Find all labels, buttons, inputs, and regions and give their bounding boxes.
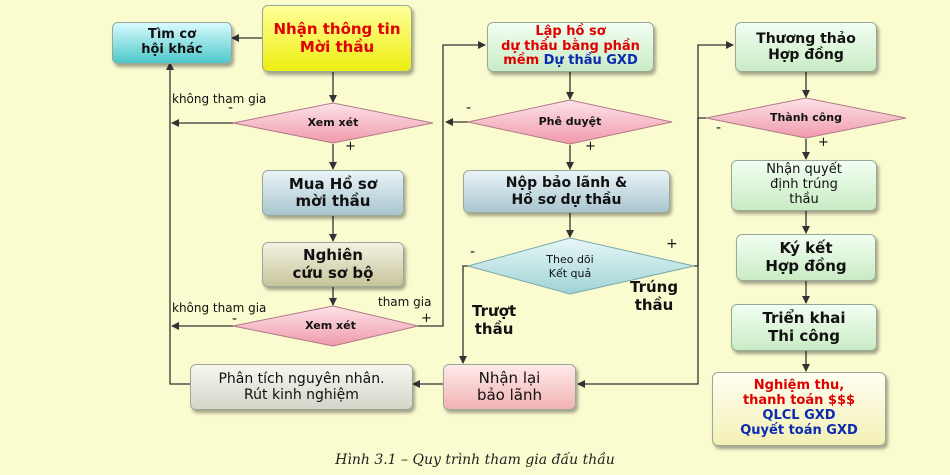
diamond-phe-duyet [467,99,673,145]
label-minus-xem2: - [232,311,238,327]
label-tham-gia: tham gia [378,295,432,309]
edge-theo-truot [459,265,468,364]
diamond-xem-xet-1 [232,102,434,144]
node-phan-tich: Phân tích nguyên nhân.Rút kinh nghiệm [190,364,413,410]
figure-caption: Hình 3.1 – Quy trình tham gia đấu thầu [335,452,615,468]
label-plus-theo: + [666,236,678,252]
edge-xem2-yes [418,41,486,327]
edge-thanh-fail [577,117,706,388]
label-plus-xem2: + [421,311,432,326]
node-nghiem-thu: Nghiệm thu, thanh toán $$$ QLCL GXD Quyế… [712,372,886,446]
label-plus-phe: + [585,139,596,154]
label-khong-tham-gia-2: không tham gia [172,301,267,315]
label-minus-theo: - [470,244,476,260]
label-khong-tham-gia-1: không tham gia [172,92,267,106]
label-minus-phe: - [466,100,472,116]
diamond-label-phe-duyet: Phê duyệt [538,115,602,128]
diamond-label-xem-xet-2: Xem xét [305,319,356,332]
edge-theo-trung [694,41,734,267]
edge-phantich-to-tim [166,62,190,385]
label-minus-thanh: - [716,120,722,136]
label-plus-xem1: + [345,139,356,154]
label-plus-thanh: + [818,135,829,150]
diamond-label-thanh-cong: Thành công [769,111,843,124]
diamond-thanh-cong [705,97,907,139]
diamond-label-xem-xet-1: Xem xét [307,116,359,129]
node-lap-ho-so: Lập hồ sơ dự thầu bằng phần mềm Dự thầu … [487,22,654,72]
label-minus-xem1: - [228,100,234,116]
node-nop-bao-lanh: Nộp bảo lãnh &Hồ sơ dự thầu [463,170,670,213]
